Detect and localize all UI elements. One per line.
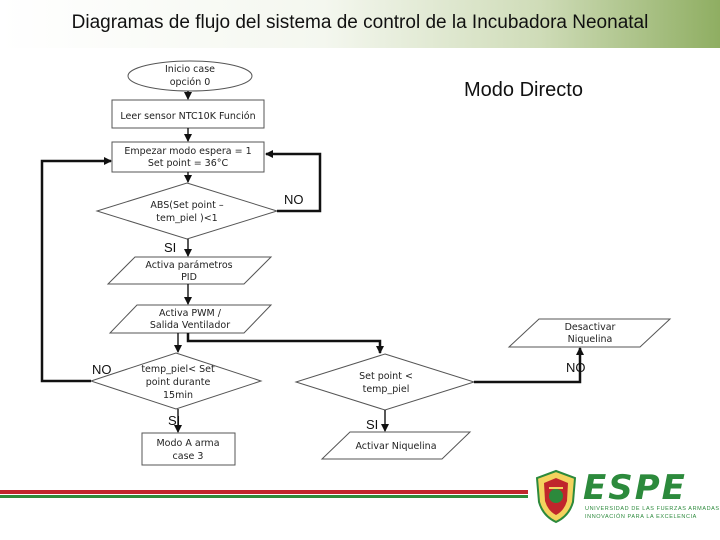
footer-green-stripe	[0, 495, 528, 498]
node-pwm-line1: Activa PWM /	[159, 308, 222, 319]
label-si-setpoint: SI	[366, 417, 378, 432]
node-dec-abs	[95, 182, 279, 240]
espe-motto-line: INNOVACIÓN PARA LA EXCELENCIA	[585, 514, 697, 520]
node-start	[127, 60, 253, 92]
node-start-line2: opción 0	[170, 77, 211, 88]
node-heater-off-line2: Niquelina	[568, 334, 613, 345]
node-pid	[106, 256, 273, 285]
node-standby	[111, 141, 265, 173]
label-no-abs: NO	[284, 192, 304, 207]
label-si-15min: SI	[168, 413, 180, 428]
node-mode-a	[141, 432, 236, 466]
node-mode-a-line1: Modo A arma	[156, 438, 219, 449]
node-standby-line2: Set point = 36°C	[148, 158, 229, 169]
node-heater-off-line1: Desactivar	[565, 322, 616, 333]
footer-red-stripe	[0, 490, 528, 494]
node-dec-15min-line3: 15min	[163, 390, 193, 401]
node-pwm-line2: Salida Ventilador	[150, 320, 230, 331]
node-read-sensor-text: Leer sensor NTC10K Función	[120, 111, 255, 122]
node-start-line1: Inicio case	[165, 64, 215, 75]
node-pid-line1: Activa parámetros	[145, 260, 232, 271]
node-standby-line1: Empezar modo espera = 1	[124, 146, 251, 157]
espe-university-line: UNIVERSIDAD DE LAS FUERZAS ARMADAS	[585, 506, 720, 512]
node-dec-setpoint	[294, 353, 476, 411]
node-heater-on	[320, 431, 472, 460]
espe-logo: ESPE UNIVERSIDAD DE LAS FUERZAS ARMADAS …	[533, 468, 719, 524]
espe-crest-icon	[535, 469, 577, 524]
node-dec-15min	[89, 352, 263, 410]
node-dec-15min-line1: temp_piel< Set	[141, 364, 215, 375]
mode-subtitle: Modo Directo	[464, 79, 583, 101]
node-dec-abs-line2: tem_piel )<1	[156, 213, 217, 224]
connectors	[40, 91, 584, 433]
title-bar	[0, 0, 720, 48]
node-heater-on-text: Activar Niquelina	[355, 441, 436, 452]
label-si-abs: SI	[164, 240, 176, 255]
node-dec-setpoint-line2: temp_piel	[363, 384, 410, 395]
node-dec-setpoint-line1: Set point <	[359, 371, 413, 382]
node-heater-off	[507, 318, 672, 348]
node-mode-a-line2: case 3	[173, 451, 204, 462]
label-no-setpoint: NO	[566, 360, 586, 375]
node-dec-15min-line2: point durante	[146, 377, 211, 388]
espe-brand: ESPE	[583, 468, 687, 508]
page-title: Diagramas de flujo del sistema de contro…	[71, 12, 649, 33]
node-pid-line2: PID	[181, 272, 197, 283]
node-pwm	[108, 304, 273, 334]
label-no-15min: NO	[92, 362, 112, 377]
node-dec-abs-line1: ABS(Set point –	[150, 200, 223, 211]
